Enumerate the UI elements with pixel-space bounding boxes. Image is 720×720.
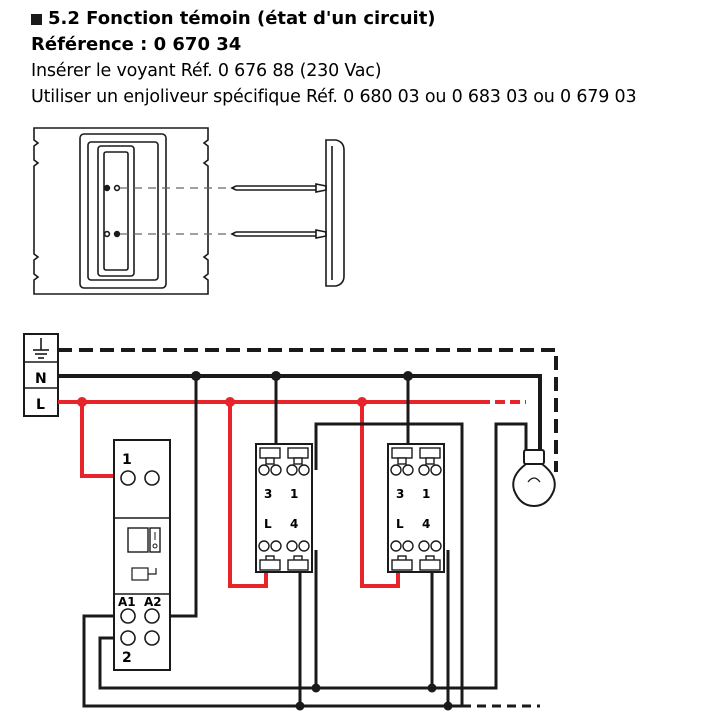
relay-terminal-1: 1 [122,452,132,468]
pb2-terminal-4: 4 [422,517,430,531]
instruction-indicator: Insérer le voyant Réf. 0 676 88 (230 Vac… [31,61,382,81]
relay-coil-icon [131,567,157,581]
live-junctions [77,397,367,407]
control-wires [82,376,528,708]
relay-module: 1 A1 A2 2 [113,439,171,671]
instruction-cover-plate: Utiliser un enjoliveur spécifique Réf. 0… [31,87,637,107]
pb1-terminal-l: L [264,517,272,531]
relay-terminal-a2: A2 [144,595,162,609]
pushbutton-1: 3 1 L 4 [255,443,313,573]
square-bullet-icon [31,13,42,25]
section-title-text: 5.2 Fonction témoin (état d'un circuit) [48,8,436,29]
pb2-terminal-l: L [396,517,404,531]
neutral-wire [58,374,542,456]
pb1-terminal-1: 1 [290,487,298,501]
live-label: L [36,397,45,413]
relay-terminal-a1: A1 [118,595,136,609]
pb2-terminal-3: 3 [396,487,404,501]
pb1-terminal-3: 3 [264,487,272,501]
pb1-terminal-4: 4 [290,517,298,531]
section-title: 5.2 Fonction témoin (état d'un circuit) [31,6,711,32]
supply-terminal-block: N L [23,333,59,417]
earth-wire [58,348,558,472]
neutral-label: N [35,371,47,387]
pb2-terminal-1: 1 [422,487,430,501]
pushbutton-2: 3 1 L 4 [387,443,445,573]
insertion-guides [120,187,232,235]
earth-ground-icon [33,338,49,359]
relay-terminal-2: 2 [122,650,132,666]
indicator-lamp-part [230,139,345,287]
lightbulb-icon [512,449,556,508]
mechanism-drawing [33,127,209,295]
header: 5.2 Fonction témoin (état d'un circuit) … [31,6,711,110]
reference-line: Référence : 0 670 34 [31,34,242,55]
control-junctions [295,683,453,711]
